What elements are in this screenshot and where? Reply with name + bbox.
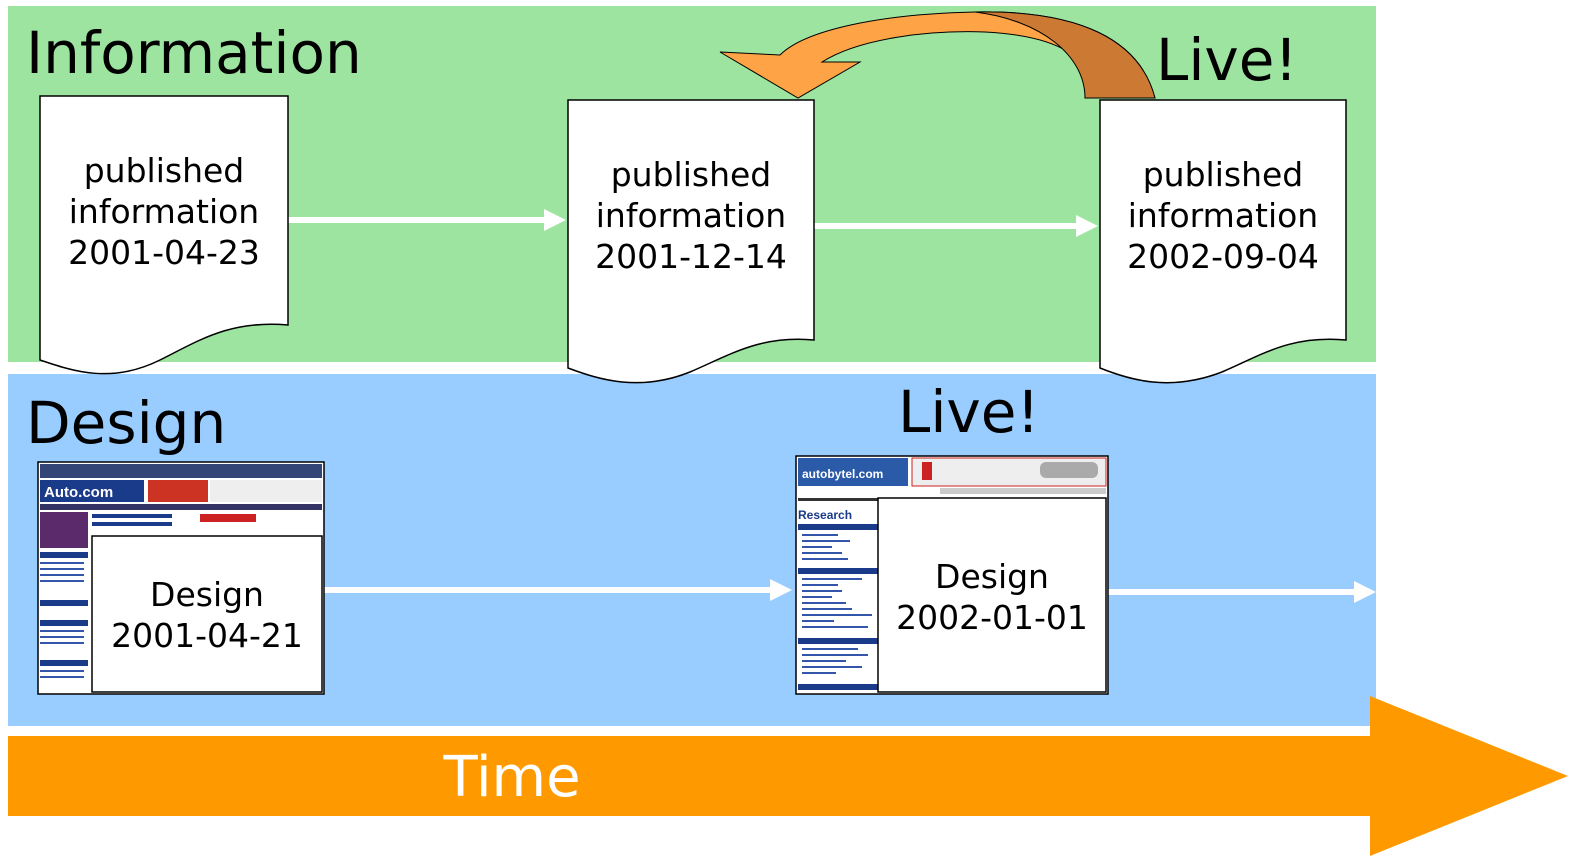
information-live-label: Live! (1156, 26, 1298, 94)
auto-com-logo: Auto.com (44, 484, 113, 501)
design-connector-2 (1106, 581, 1376, 603)
document-2002-09-04: published information 2002-09-04 (1099, 99, 1347, 384)
document-line2: information (1128, 196, 1318, 235)
information-lane-title: Information (26, 19, 362, 87)
time-arrow (8, 696, 1568, 856)
design-box-2001-04-21: Design 2001-04-21 (91, 535, 323, 693)
document-line1: published (84, 151, 245, 190)
document-2001-12-14: published information 2001-12-14 (567, 99, 815, 384)
document-date: 2002-09-04 (1127, 237, 1319, 276)
design-label: Design (935, 557, 1049, 596)
document-line1: published (611, 155, 772, 194)
document-date: 2001-12-14 (595, 237, 787, 276)
info-connector-1 (288, 209, 566, 231)
time-label: Time (442, 745, 580, 810)
document-line2: information (596, 196, 786, 235)
research-heading: Research (798, 508, 852, 522)
design-live-label: Live! (898, 378, 1040, 446)
autobytel-logo: autobytel.com (802, 467, 883, 481)
document-line2: information (69, 192, 259, 231)
document-2001-04-23: published information 2001-04-23 (39, 95, 289, 375)
design-box-2002-01-01: Design 2002-01-01 (877, 497, 1107, 693)
design-date: 2001-04-21 (111, 616, 303, 655)
document-line1: published (1143, 155, 1304, 194)
curved-arrow-shade (974, 11, 1156, 99)
design-connector-1 (322, 579, 792, 601)
info-connector-2 (814, 215, 1098, 237)
document-date: 2001-04-23 (68, 233, 260, 272)
design-label: Design (150, 575, 264, 614)
design-date: 2002-01-01 (896, 598, 1088, 637)
design-lane-title: Design (26, 389, 226, 457)
